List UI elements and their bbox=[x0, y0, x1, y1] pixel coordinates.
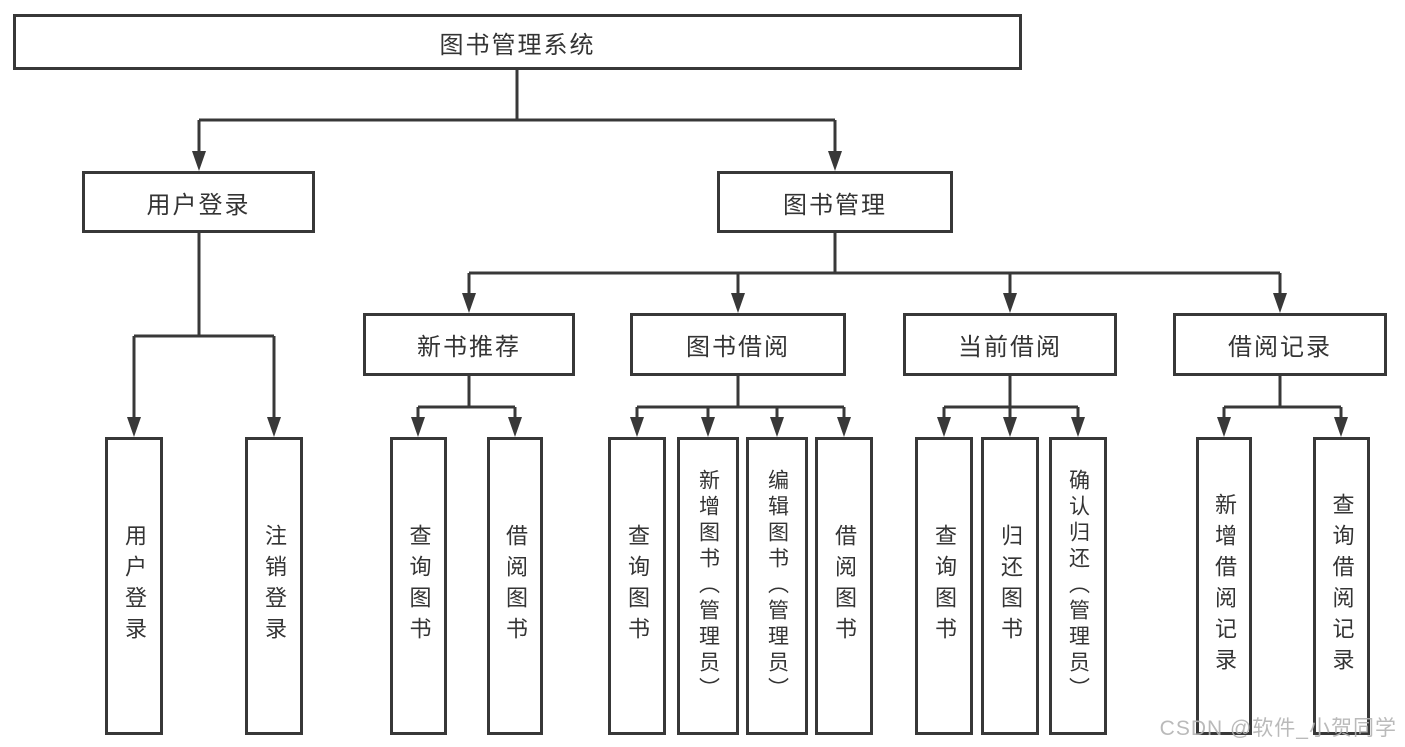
node-label: 当前借阅 bbox=[958, 334, 1062, 361]
node-label: 借阅图书 bbox=[503, 524, 528, 648]
node-label: 新书推荐 bbox=[417, 334, 521, 361]
connector-root-to-level2 bbox=[197, 70, 837, 153]
watermark-text: CSDN @软件_小贺同学 bbox=[1159, 717, 1397, 740]
node-borrow-books-recommend: 借阅图书 bbox=[487, 437, 543, 735]
node-query-books-recommend: 查询图书 bbox=[390, 437, 447, 735]
node-add-borrow-record: 新增借阅记录 bbox=[1196, 437, 1252, 735]
node-borrow-books-leaf: 借阅图书 bbox=[815, 437, 873, 735]
arrowheads bbox=[127, 151, 1348, 437]
node-label: 新增借阅记录 bbox=[1212, 493, 1237, 679]
node-label: 借阅记录 bbox=[1228, 334, 1332, 361]
node-query-borrow-record: 查询借阅记录 bbox=[1313, 437, 1370, 735]
node-label: 图书管理系统 bbox=[439, 31, 596, 59]
connector-user-login-children bbox=[132, 233, 276, 419]
node-user-login-leaf: 用户登录 bbox=[105, 437, 163, 735]
node-book-borrowing: 图书借阅 bbox=[630, 313, 846, 376]
node-label: 查询图书 bbox=[625, 524, 650, 648]
node-borrowing-records: 借阅记录 bbox=[1173, 313, 1387, 376]
node-label: 借阅图书 bbox=[832, 524, 857, 648]
connector-book-borrow-children bbox=[635, 376, 846, 419]
node-return-books: 归还图书 bbox=[981, 437, 1039, 735]
node-user-login: 用户登录 bbox=[82, 171, 315, 233]
node-add-book-admin: 新增图书（管理员） bbox=[677, 437, 739, 735]
node-label: 注销登录 bbox=[262, 524, 287, 648]
node-label: 编辑图书（管理员） bbox=[765, 469, 789, 703]
node-edit-book-admin: 编辑图书（管理员） bbox=[746, 437, 808, 735]
connector-new-book-children bbox=[416, 376, 517, 419]
node-label: 图书借阅 bbox=[686, 334, 790, 361]
node-label: 确认归还（管理员） bbox=[1066, 469, 1090, 703]
node-label: 用户登录 bbox=[122, 524, 147, 648]
node-library-management-system: 图书管理系统 bbox=[13, 14, 1022, 70]
node-current-borrowing: 当前借阅 bbox=[903, 313, 1117, 376]
node-new-book-recommendation: 新书推荐 bbox=[363, 313, 575, 376]
node-label: 图书管理 bbox=[783, 191, 887, 219]
connector-book-management-children bbox=[467, 233, 1282, 295]
node-label: 查询图书 bbox=[932, 524, 957, 648]
connector-borrow-record-children bbox=[1222, 376, 1343, 419]
node-label: 查询图书 bbox=[406, 524, 432, 648]
node-book-management: 图书管理 bbox=[717, 171, 953, 233]
node-query-books-current: 查询图书 bbox=[915, 437, 973, 735]
node-query-books-borrow: 查询图书 bbox=[608, 437, 666, 735]
connector-current-borrow-children bbox=[942, 376, 1080, 419]
node-label: 归还图书 bbox=[998, 524, 1023, 648]
node-label: 用户登录 bbox=[146, 191, 251, 219]
node-label: 新增图书（管理员） bbox=[696, 469, 720, 703]
node-label: 查询借阅记录 bbox=[1329, 493, 1355, 679]
node-logout: 注销登录 bbox=[245, 437, 303, 735]
node-confirm-return-admin: 确认归还（管理员） bbox=[1049, 437, 1107, 735]
